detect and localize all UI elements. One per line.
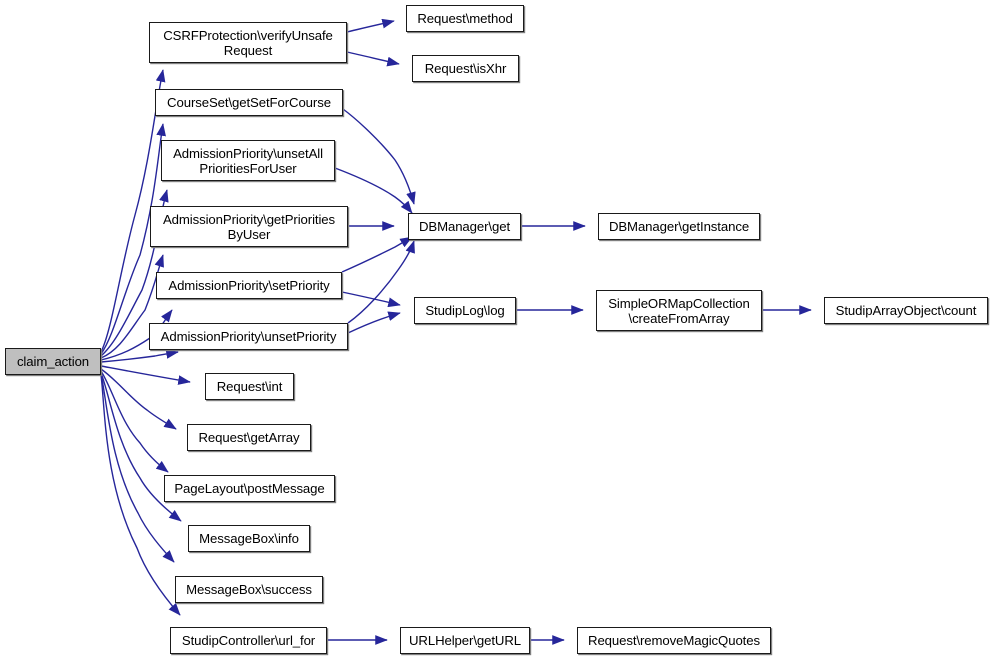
- graph-node-request_int[interactable]: Request\int: [205, 373, 294, 400]
- graph-edge: [347, 240, 415, 324]
- graph-edge: [341, 291, 401, 308]
- graph-node-label: AdmissionPriority\unsetPriority: [160, 329, 337, 344]
- graph-node-label: Request\isXhr: [424, 61, 507, 76]
- graph-node-label: Request\getArray: [198, 430, 300, 445]
- graph-node-label: MessageBox\success: [186, 582, 312, 597]
- graph-node-label: Request\int: [216, 379, 283, 394]
- graph-node-courseset_getsetforcourse[interactable]: CourseSet\getSetForCourse: [155, 89, 343, 116]
- graph-node-urlhelper_geturl[interactable]: URLHelper\getURL: [400, 627, 530, 654]
- graph-node-label: StudipArrayObject\count: [835, 303, 977, 318]
- graph-edge: [346, 51, 400, 67]
- graph-edge: [100, 365, 191, 385]
- graph-node-label: Request\method: [417, 11, 513, 26]
- graph-node-label: PageLayout\postMessage: [174, 481, 325, 496]
- graph-node-label: Request\removeMagicQuotes: [588, 633, 760, 648]
- edges-group: [100, 18, 812, 645]
- graph-node-studiplog_log[interactable]: StudipLog\log: [414, 297, 516, 324]
- graph-node-label: URLHelper\getURL: [408, 633, 521, 648]
- graph-node-pagelayout_postmessage[interactable]: PageLayout\postMessage: [164, 475, 335, 502]
- graph-node-claim_action[interactable]: claim_action: [5, 348, 101, 375]
- graph-edge: [347, 311, 401, 334]
- graph-node-request_removemagicquotes[interactable]: Request\removeMagicQuotes: [577, 627, 771, 654]
- graph-node-label: MessageBox\info: [199, 531, 299, 546]
- graph-node-studiparrayobject_count[interactable]: StudipArrayObject\count: [824, 297, 988, 324]
- graph-node-ap_setpriority[interactable]: AdmissionPriority\setPriority: [156, 272, 342, 299]
- graph-edge: [100, 123, 166, 355]
- graph-node-simpleormapcollection_createfromarray[interactable]: SimpleORMapCollection \createFromArray: [596, 290, 762, 331]
- graph-node-label: StudipController\url_for: [181, 633, 316, 648]
- graph-node-label: DBManager\getInstance: [608, 219, 750, 234]
- graph-edge: [100, 374, 181, 616]
- graph-edge: [100, 349, 179, 363]
- graph-node-ap_getpriorities[interactable]: AdmissionPriority\getPriorities ByUser: [150, 206, 348, 247]
- graph-node-messagebox_success[interactable]: MessageBox\success: [175, 576, 323, 603]
- graph-node-request_method[interactable]: Request\method: [406, 5, 524, 32]
- graph-edge: [342, 108, 416, 205]
- graph-edge: [346, 18, 395, 33]
- graph-edge: [100, 368, 177, 430]
- graph-node-request_isxhr[interactable]: Request\isXhr: [412, 55, 519, 82]
- graph-node-label: CourseSet\getSetForCourse: [167, 95, 331, 110]
- graph-node-label: DBManager\get: [418, 219, 511, 234]
- graph-edge: [341, 236, 413, 273]
- graph-node-label: AdmissionPriority\getPriorities ByUser: [162, 211, 336, 242]
- graph-node-request_getarray[interactable]: Request\getArray: [187, 424, 311, 451]
- graph-edge: [100, 254, 164, 359]
- graph-node-label: StudipLog\log: [425, 303, 505, 318]
- graph-edge: [334, 167, 413, 214]
- graph-node-dbmanager_get[interactable]: DBManager\get: [408, 213, 521, 240]
- graph-node-label: AdmissionPriority\setPriority: [168, 278, 330, 293]
- graph-edge: [100, 373, 175, 563]
- graph-edge: [100, 370, 169, 473]
- graph-node-label: claim_action: [16, 354, 90, 369]
- graph-node-label: SimpleORMapCollection \createFromArray: [608, 295, 750, 326]
- graph-node-ap_unsetall[interactable]: AdmissionPriority\unsetAll PrioritiesFor…: [161, 140, 335, 181]
- graph-node-csrf_verify[interactable]: CSRFProtection\verifyUnsafe Request: [149, 22, 347, 63]
- graph-node-label: AdmissionPriority\unsetAll PrioritiesFor…: [173, 145, 323, 176]
- graph-node-messagebox_info[interactable]: MessageBox\info: [188, 525, 310, 552]
- graph-node-dbmanager_getinstance[interactable]: DBManager\getInstance: [598, 213, 760, 240]
- graph-edge: [100, 372, 182, 522]
- graph-node-label: CSRFProtection\verifyUnsafe Request: [163, 27, 333, 58]
- graph-node-ap_unsetpriority[interactable]: AdmissionPriority\unsetPriority: [149, 323, 348, 350]
- graph-node-studipcontroller_url_for[interactable]: StudipController\url_for: [170, 627, 327, 654]
